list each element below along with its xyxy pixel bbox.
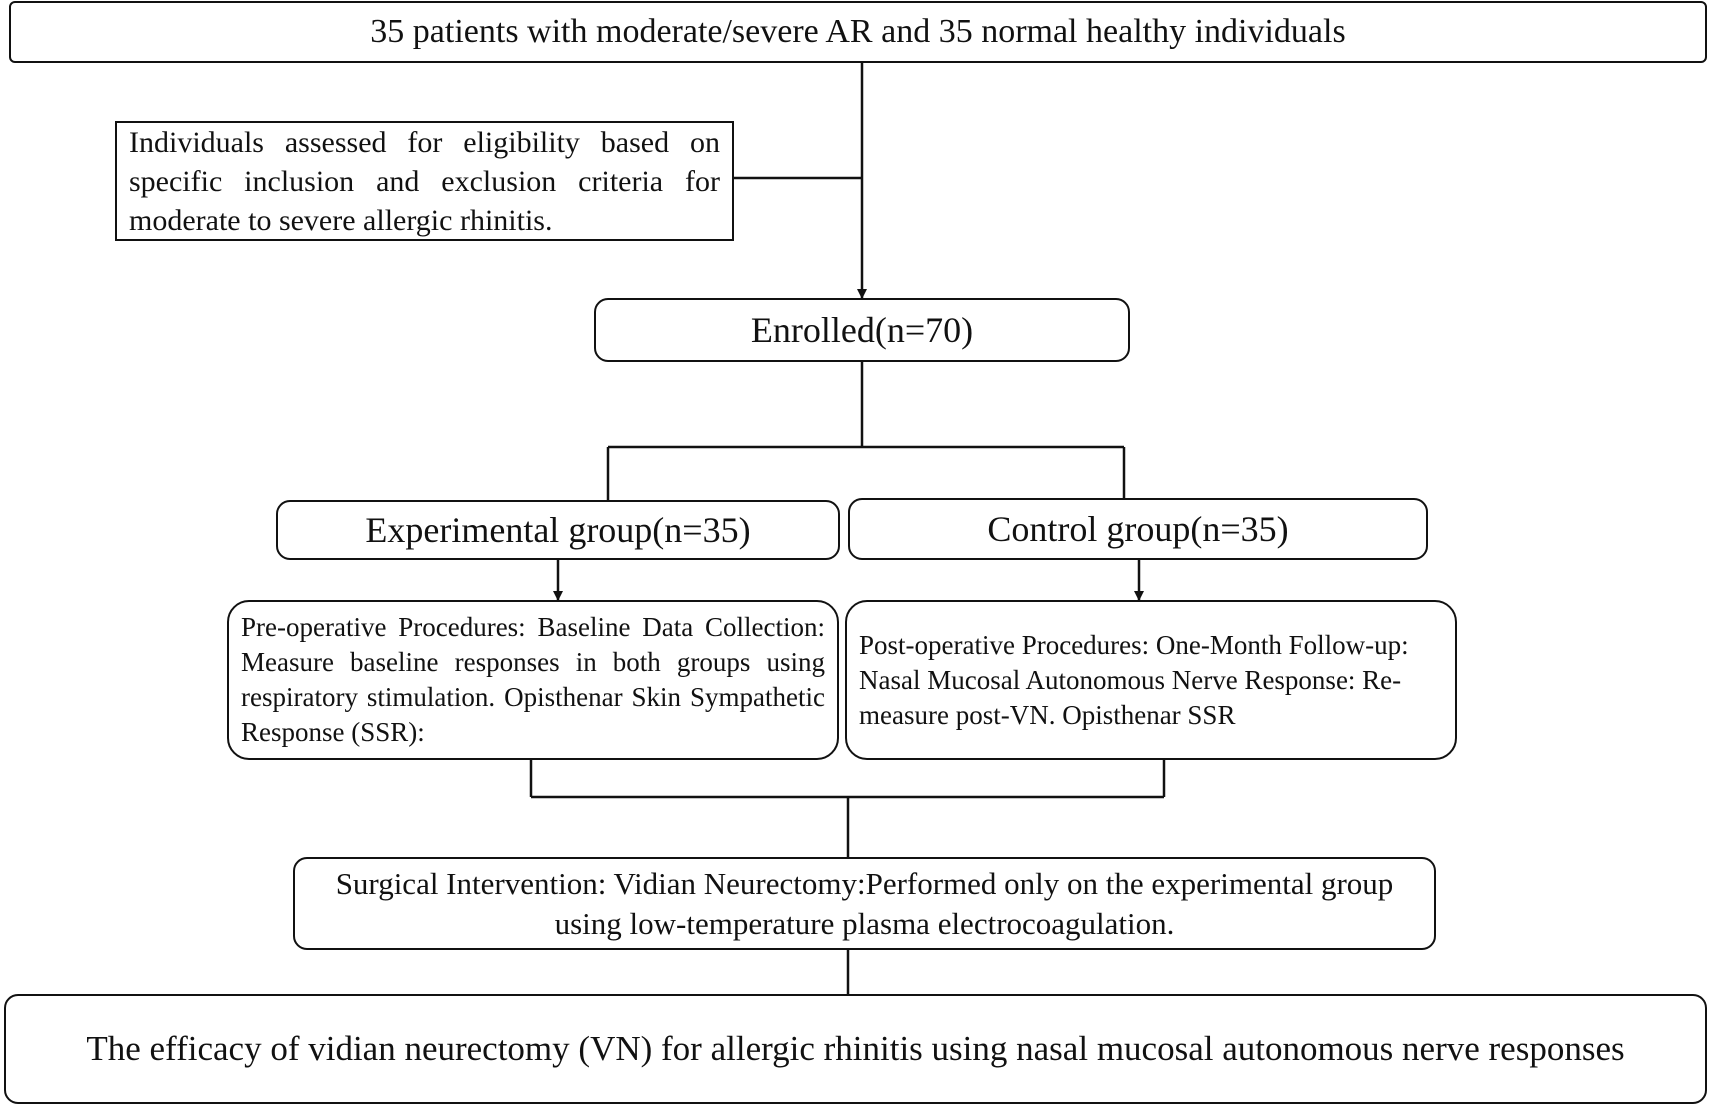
experimental-group-text: Experimental group(n=35) xyxy=(365,510,751,550)
top-box: 35 patients with moderate/severe AR and … xyxy=(9,1,1707,63)
preop-box: Pre-operative Procedures: Baseline Data … xyxy=(227,600,839,760)
surgical-box-text: Surgical Intervention: Vidian Neurectomy… xyxy=(335,865,1394,941)
enrolled-box: Enrolled(n=70) xyxy=(594,298,1130,362)
preop-box-text: Pre-operative Procedures: Baseline Data … xyxy=(241,612,825,747)
enrolled-box-text: Enrolled(n=70) xyxy=(750,310,974,350)
eligibility-box-text: Individuals assessed for eligibility bas… xyxy=(129,125,720,237)
control-group-text: Control group(n=35) xyxy=(987,509,1289,549)
surgical-box: Surgical Intervention: Vidian Neurectomy… xyxy=(293,857,1436,950)
bottom-box-text: The efficacy of vidian neurectomy (VN) f… xyxy=(86,1029,1625,1068)
top-box-text: 35 patients with moderate/severe AR and … xyxy=(370,13,1346,50)
control-group-box: Control group(n=35) xyxy=(848,498,1428,560)
postop-box-text: Post-operative Procedures: One-Month Fol… xyxy=(859,629,1409,730)
experimental-group-box: Experimental group(n=35) xyxy=(276,500,840,560)
eligibility-box: Individuals assessed for eligibility bas… xyxy=(115,121,734,241)
bottom-box: The efficacy of vidian neurectomy (VN) f… xyxy=(4,994,1707,1104)
postop-box: Post-operative Procedures: One-Month Fol… xyxy=(845,600,1457,760)
